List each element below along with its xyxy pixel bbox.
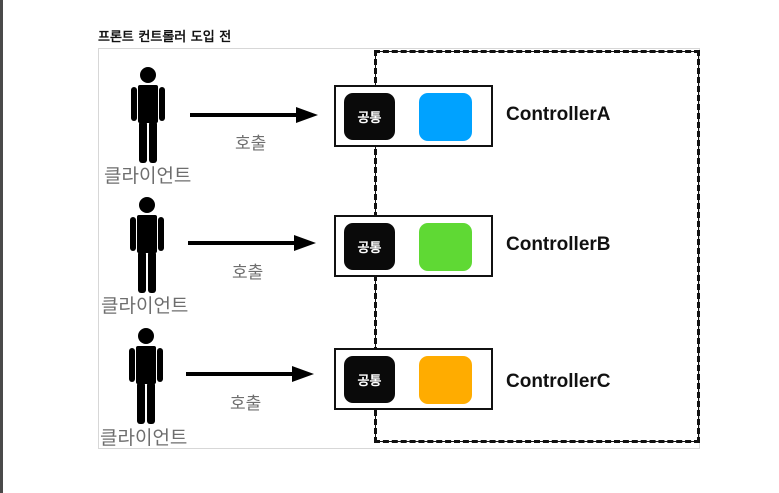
- call-label: 호출: [232, 263, 264, 283]
- call-arrow-icon: [190, 107, 318, 123]
- client-label: 클라이언트: [104, 165, 192, 187]
- client-person-icon: [129, 328, 163, 424]
- controller-box-a: 공통: [334, 85, 493, 147]
- common-logic-badge: 공통: [344, 93, 395, 140]
- client-person-icon: [131, 67, 165, 163]
- controller-c-label: ControllerC: [506, 371, 611, 392]
- controller-c-color-block: [419, 356, 472, 404]
- call-label: 호출: [235, 134, 267, 154]
- call-arrow-icon: [188, 235, 316, 251]
- call-arrow-icon: [186, 366, 314, 382]
- diagram-title: 프론트 컨트롤러 도입 전: [98, 30, 232, 45]
- window-left-edge: [0, 0, 3, 493]
- common-logic-badge: 공통: [344, 223, 395, 270]
- client-person-icon: [130, 197, 164, 293]
- controller-b-label: ControllerB: [506, 234, 611, 255]
- client-label: 클라이언트: [101, 295, 189, 317]
- controller-box-c: 공통: [334, 348, 493, 410]
- controller-box-b: 공통: [334, 215, 493, 277]
- controller-a-color-block: [419, 93, 472, 141]
- client-label: 클라이언트: [100, 427, 188, 449]
- controller-a-label: ControllerA: [506, 104, 611, 125]
- controller-b-color-block: [419, 223, 472, 271]
- call-label: 호출: [230, 394, 262, 414]
- common-logic-badge: 공통: [344, 356, 395, 403]
